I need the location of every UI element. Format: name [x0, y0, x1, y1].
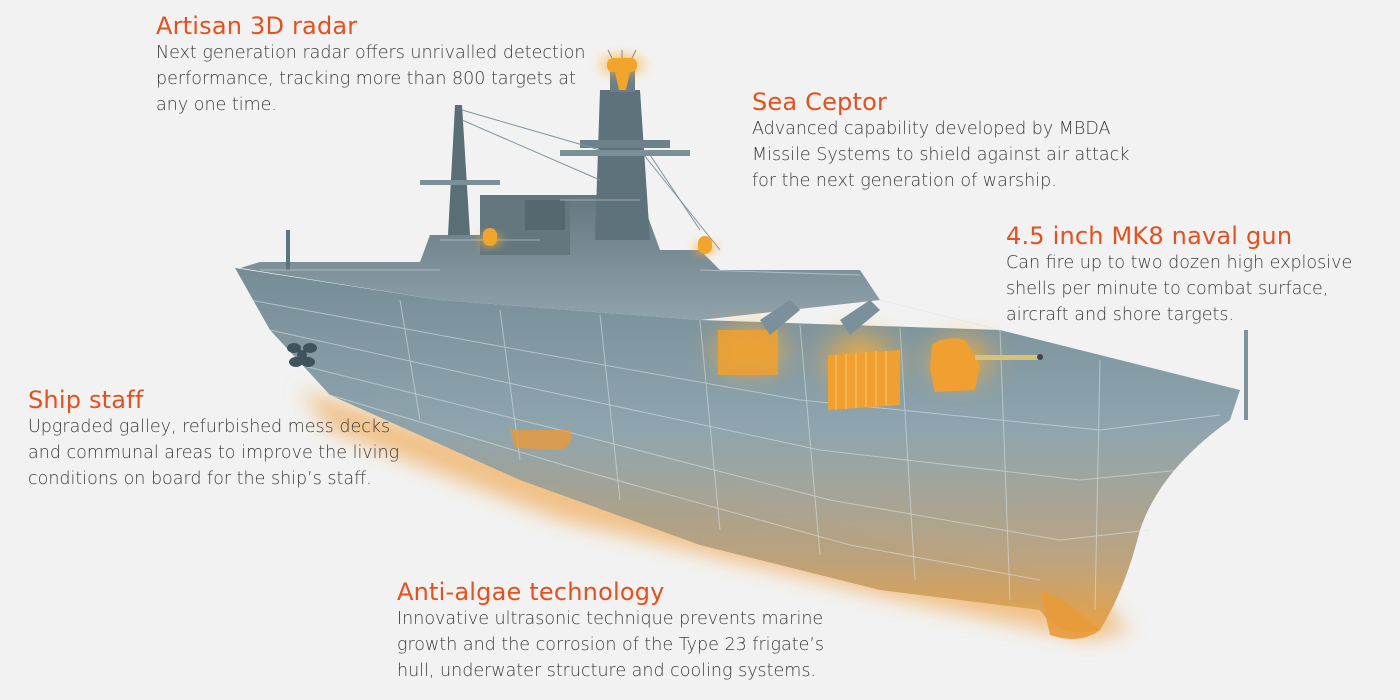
callout-title: Ship staff — [28, 386, 144, 414]
sensor-domes — [474, 228, 721, 258]
callout-text: Can fire up to two dozen high explosive … — [1006, 253, 1353, 325]
callout-title: Anti-algae technology — [397, 578, 665, 606]
callout-text: Advanced capability developed by MBDA Mi… — [752, 119, 1130, 191]
callout-text: Innovative ultrasonic technique prevents… — [397, 609, 825, 681]
callout-text: Upgraded galley, refurbished mess decks … — [28, 417, 400, 489]
callout-artisan-radar: Artisan 3D radar Next generation radar o… — [156, 12, 616, 118]
callout-title: Sea Ceptor — [752, 88, 888, 116]
artisan-radar-highlight — [592, 49, 652, 90]
callout-naval-gun: 4.5 inch MK8 naval gun Can fire up to tw… — [1006, 222, 1396, 328]
callout-ship-staff: Ship staff Upgraded galley, refurbished … — [28, 386, 448, 492]
callout-title: 4.5 inch MK8 naval gun — [1006, 222, 1293, 250]
bulbous-bow — [1040, 590, 1100, 639]
callout-text: Next generation radar offers unrivalled … — [156, 43, 586, 115]
sonar-dome — [510, 430, 572, 450]
callout-title: Artisan 3D radar — [156, 12, 358, 40]
propeller — [287, 343, 317, 367]
bow-jackstaff — [1244, 330, 1248, 420]
superstructure — [240, 70, 1001, 331]
sea-ceptor-launchers — [700, 300, 910, 410]
callout-anti-algae: Anti-algae technology Innovative ultraso… — [397, 578, 867, 684]
naval-gun-highlight — [915, 325, 1043, 395]
callout-sea-ceptor: Sea Ceptor Advanced capability developed… — [752, 88, 1172, 194]
